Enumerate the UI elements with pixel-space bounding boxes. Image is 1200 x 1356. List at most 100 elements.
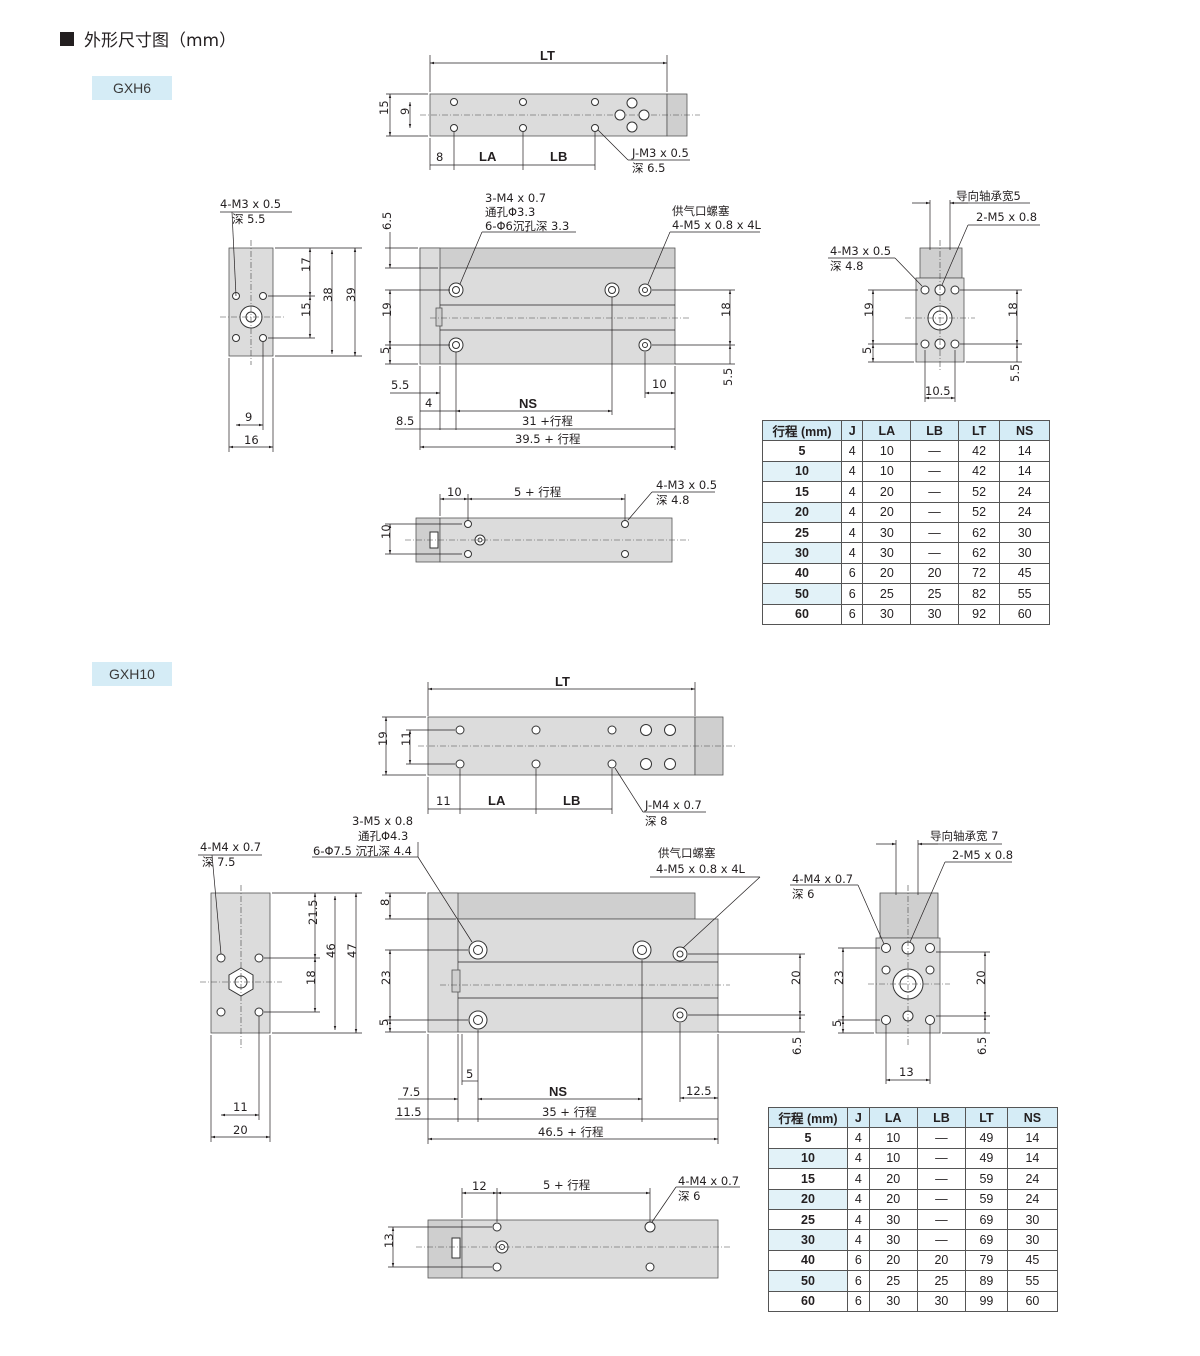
table-cell: — xyxy=(910,501,959,523)
table-cell: 82 xyxy=(957,583,1001,605)
gxh10-front-d7_5: 7.5 xyxy=(402,1085,420,1099)
table-cell: 10 xyxy=(862,460,912,483)
table-cell: 30 xyxy=(762,542,842,564)
gxh10-end-view: 导向轴承宽 7 2-M5 x 0.8 4-M4 x 0.7 深 6 23 5 2… xyxy=(790,829,1013,1084)
table-cell: 5 xyxy=(762,440,842,462)
table-cell: 40 xyxy=(768,1249,848,1272)
model-tag-gxh10: GXH10 xyxy=(92,662,172,686)
table-cell: — xyxy=(916,1127,967,1149)
table-cell: 6 xyxy=(840,562,864,585)
table-cell: — xyxy=(910,542,959,564)
table-cell: 89 xyxy=(965,1270,1008,1292)
gxh6-top-la: LA xyxy=(479,149,497,164)
table-cell: 4 xyxy=(847,1229,870,1251)
table-header-cell: LA xyxy=(862,419,912,442)
table-cell: 62 xyxy=(957,542,1001,564)
table-cell: 99 xyxy=(965,1290,1008,1312)
table-cell: 25 xyxy=(768,1208,848,1231)
gxh6-front-d10: 10 xyxy=(652,377,667,391)
table-cell: 60 xyxy=(1006,1290,1059,1312)
gxh6-bottom-stroke: 5 + 行程 xyxy=(514,485,562,499)
table-cell: 92 xyxy=(957,603,1001,625)
table-cell: 30 xyxy=(868,1229,918,1251)
table-header-cell: LT xyxy=(957,419,1001,442)
table-cell: 50 xyxy=(768,1270,848,1292)
gxh6-end-view: 导向轴承宽5 2-M5 x 0.8 4-M3 x 0.5 深 4.8 19 5 … xyxy=(828,189,1040,402)
table-cell: 24 xyxy=(999,481,1050,503)
table-cell: 6 xyxy=(847,1290,870,1312)
table-cell: 4 xyxy=(847,1147,870,1170)
table-cell: 5 xyxy=(768,1127,848,1149)
gxh10-front-holes1: 3-M5 x 0.8 xyxy=(352,814,413,828)
table-cell: 6 xyxy=(840,603,864,625)
gxh10-top-la: LA xyxy=(488,793,506,808)
table-cell: — xyxy=(916,1147,967,1170)
table-cell: 30 xyxy=(768,1229,848,1251)
table-cell: 40 xyxy=(762,562,842,585)
table-cell: 20 xyxy=(862,481,912,503)
model-tag-gxh6: GXH6 xyxy=(92,76,172,100)
gxh6-end-d10_5: 10.5 xyxy=(925,384,951,398)
table-cell: 25 xyxy=(868,1270,918,1292)
gxh6-front-d18: 18 xyxy=(719,302,733,317)
gxh6-end-d5_5: 5.5 xyxy=(1008,364,1022,382)
gxh6-bottom-d10b: 10 xyxy=(379,524,393,539)
table-cell: 30 xyxy=(999,521,1050,544)
gxh6-top-jthread: J-M3 x 0.5 xyxy=(631,146,689,160)
table-cell: 79 xyxy=(965,1249,1008,1272)
table-cell: 6 xyxy=(847,1249,870,1272)
gxh6-front-d19: 19 xyxy=(380,302,394,317)
table-cell: 20 xyxy=(868,1168,918,1190)
table-cell: 59 xyxy=(965,1188,1008,1210)
table-cell: 10 xyxy=(868,1147,918,1170)
gxh6-end-d5: 5 xyxy=(860,347,874,354)
table-cell: — xyxy=(916,1229,967,1251)
table-cell: — xyxy=(910,481,959,503)
table-cell: 20 xyxy=(862,562,912,585)
table-cell: 55 xyxy=(999,583,1050,605)
gxh6-front-d39_5: 39.5 + 行程 xyxy=(515,432,581,446)
gxh6-side-thread: 4-M3 x 0.5 xyxy=(220,197,281,211)
gxh10-front-port2: 4-M5 x 0.8 x 4L xyxy=(656,862,746,876)
gxh6-front-view: 3-M4 x 0.7 通孔Φ3.3 6-Φ6沉孔深 3.3 供气口螺塞 4-M5… xyxy=(378,191,762,450)
gxh6-side-d16: 16 xyxy=(244,433,259,447)
gxh10-bottom-stroke: 5 + 行程 xyxy=(543,1178,591,1192)
gxh6-end-thread2: 2-M5 x 0.8 xyxy=(976,210,1037,224)
gxh10-front-view: 3-M5 x 0.8 通孔Φ4.3 6-Φ7.5 沉孔深 4.4 供气口螺塞 4… xyxy=(312,814,805,1144)
gxh10-top-view: LT 19 11 11 LA LB J-M4 x 0.7 深 8 xyxy=(376,674,735,828)
page-header: 外形尺寸图（mm） xyxy=(60,26,236,51)
gxh10-top-d11b: 11 xyxy=(436,794,451,808)
table-cell: 4 xyxy=(840,460,864,483)
table-cell: 42 xyxy=(957,440,1001,462)
table-cell: 30 xyxy=(868,1290,918,1312)
table-cell: 10 xyxy=(762,460,842,483)
gxh10-front-port1: 供气口螺塞 xyxy=(658,846,716,860)
gxh10-bottom-d12: 12 xyxy=(472,1179,487,1193)
table-cell: 45 xyxy=(1006,1249,1059,1272)
gxh10-top-d11: 11 xyxy=(399,731,413,746)
gxh6-bottom-view: 10 5 + 行程 4-M3 x 0.5 深 4.8 10 xyxy=(379,478,717,563)
gxh10-side-d46: 46 xyxy=(324,943,338,958)
table-cell: 4 xyxy=(840,542,864,564)
table-cell: — xyxy=(916,1168,967,1190)
table-header-cell: NS xyxy=(1006,1106,1059,1129)
gxh6-side-d15: 15 xyxy=(299,302,313,317)
gxh10-end-d20: 20 xyxy=(974,970,988,985)
gxh6-end-thread4: 4-M3 x 0.5 xyxy=(830,244,891,258)
gxh6-side-d39: 39 xyxy=(344,287,358,302)
table-cell: 10 xyxy=(862,440,912,462)
gxh10-side-d18: 18 xyxy=(304,970,318,985)
table-cell: 6 xyxy=(847,1270,870,1292)
gxh6-front-d5_5: 5.5 xyxy=(391,378,409,392)
gxh6-front-d6_5: 6.5 xyxy=(380,212,394,230)
table-cell: 49 xyxy=(965,1127,1008,1149)
gxh10-top-lt-label: LT xyxy=(555,674,570,689)
